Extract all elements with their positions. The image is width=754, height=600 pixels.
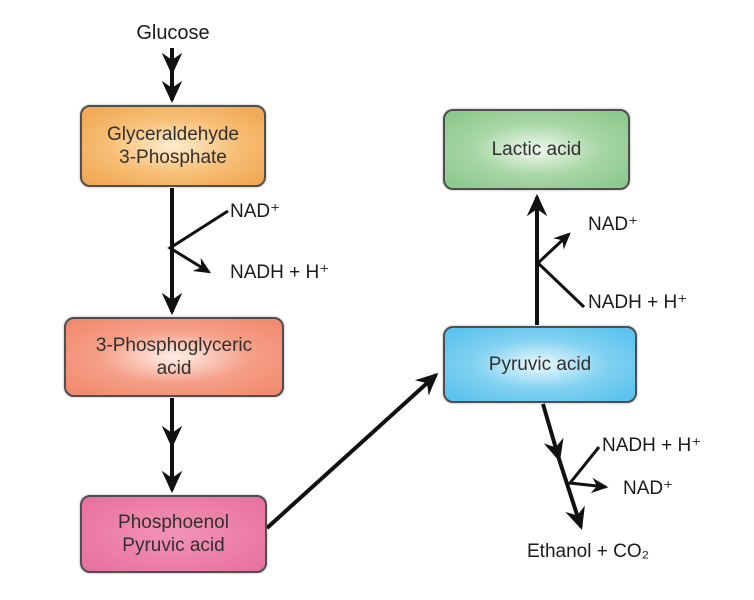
- label-nadh-h-left: NADH + H⁺: [230, 262, 330, 283]
- node-3-phosphoglyceric-acid: 3-Phosphoglyceric acid: [64, 317, 284, 397]
- node-glyceraldehyde-3-phosphate: Glyceraldehyde 3-Phosphate: [80, 105, 266, 187]
- node-lactic-acid: Lactic acid: [443, 109, 630, 190]
- label-nad-plus-left: NAD⁺: [230, 201, 281, 222]
- label-nad-plus-lactic: NAD⁺: [588, 214, 639, 235]
- label-nad-plus-ethanol: NAD⁺: [623, 478, 674, 499]
- label-ethanol-co2: Ethanol + CO₂: [527, 541, 649, 562]
- label-glucose: Glucose: [136, 22, 210, 44]
- label-nadh-h-ethanol: NADH + H⁺: [602, 435, 702, 456]
- branch-nad-to-nadh-left: [167, 209, 229, 274]
- arrow-pyruvic-to-ethanol-seg1: [541, 403, 564, 463]
- arrow-pyruvic-to-ethanol-seg2: [557, 458, 585, 530]
- branch-nadh-to-nad-lactic: [535, 232, 586, 309]
- node-pyruvic-acid: Pyruvic acid: [443, 326, 637, 403]
- branch-nadh-to-nad-ethanol: [567, 446, 609, 494]
- node-phosphoenol-pyruvic-acid: Phosphoenol Pyruvic acid: [80, 495, 267, 573]
- arrow-pep-to-pyruvic: [265, 372, 439, 530]
- label-nadh-h-lactic: NADH + H⁺: [588, 292, 688, 313]
